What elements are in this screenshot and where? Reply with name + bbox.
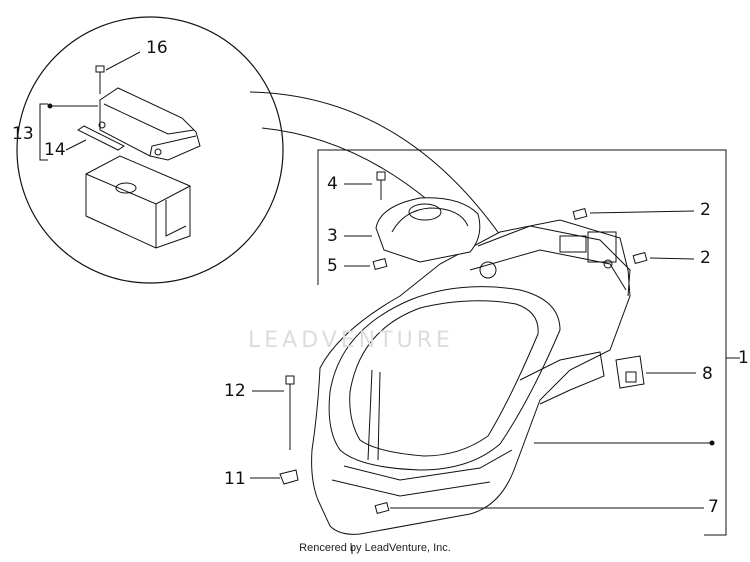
callout-2b[interactable]: 2	[700, 248, 711, 268]
callout-13[interactable]: 13	[12, 124, 34, 144]
battery-box	[85, 155, 191, 249]
callout-5[interactable]: 5	[327, 256, 338, 276]
cover-plate	[375, 197, 481, 263]
clip-2-bottom	[632, 251, 648, 265]
callout-2a[interactable]: 2	[700, 200, 711, 220]
watermark: LEADVENTURE	[248, 328, 454, 353]
callout-12[interactable]: 12	[224, 381, 246, 401]
clip-11	[279, 469, 299, 485]
callout-4[interactable]: 4	[327, 174, 338, 194]
part-8	[615, 355, 645, 389]
helmet-compartment	[311, 219, 631, 554]
callout-14[interactable]: 14	[44, 140, 66, 160]
rubber-strip	[77, 125, 125, 151]
screw-12	[285, 375, 295, 450]
footer-credit: Rencered by LeadVenture, Inc.	[299, 542, 451, 554]
clip-2-top	[572, 207, 588, 221]
bracket-1	[317, 149, 416, 285]
clip-7	[374, 501, 390, 515]
callout-11[interactable]: 11	[224, 469, 246, 489]
callout-8[interactable]: 8	[702, 364, 713, 384]
callout-3[interactable]: 3	[327, 226, 338, 246]
callout-16[interactable]: 16	[146, 38, 168, 58]
screw-4	[376, 171, 386, 200]
callout-7[interactable]: 7	[708, 497, 719, 517]
clip-5	[372, 257, 388, 271]
detail-circle	[16, 16, 284, 284]
screw-16	[95, 65, 105, 94]
callout-1[interactable]: 1	[738, 348, 749, 368]
box-lid	[98, 87, 201, 161]
bracket-13	[39, 103, 48, 161]
